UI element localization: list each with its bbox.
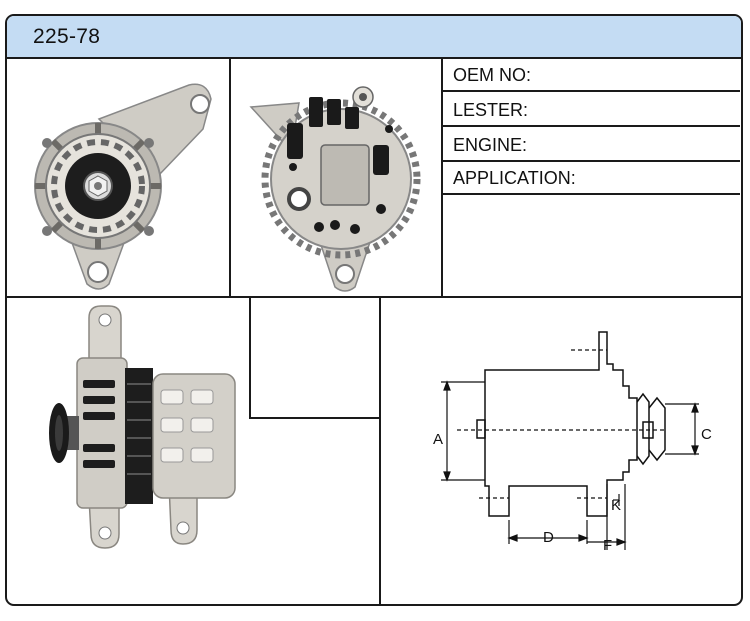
dim-label-a: A (433, 431, 443, 448)
spec-row-oem: OEM NO: (443, 59, 740, 92)
part-number: 225-78 (33, 25, 101, 48)
spec-label-application: APPLICATION: (453, 168, 576, 188)
col-divider-4 (249, 417, 379, 419)
col-divider-2 (441, 57, 443, 298)
dim-label-k: K (611, 497, 621, 514)
dim-label-c: C (701, 426, 712, 443)
spec-label-lester: LESTER: (453, 100, 529, 120)
spec-table: OEM NO: LESTER: ENGINE: APPLICATION: (443, 59, 741, 296)
spec-row-engine: ENGINE: (443, 129, 740, 162)
front-view-image (7, 59, 229, 296)
spec-row-lester: LESTER: (443, 94, 740, 127)
spec-label-engine: ENGINE: (453, 135, 528, 155)
col-divider-5 (379, 298, 381, 604)
col-divider-3 (249, 298, 251, 418)
spec-row-application: APPLICATION: (443, 162, 740, 195)
col-divider-1 (229, 57, 231, 298)
spec-sheet: 225-78 (5, 14, 743, 606)
side-view-image (7, 298, 249, 604)
row-divider (7, 296, 741, 298)
dimension-drawing: A C D F K (381, 298, 741, 604)
title-bar: 225-78 (7, 16, 741, 59)
dim-label-d: D (543, 529, 554, 546)
rear-view-image (231, 59, 441, 296)
spec-label-oem: OEM NO: (453, 65, 532, 85)
dim-label-f: F (603, 537, 612, 554)
